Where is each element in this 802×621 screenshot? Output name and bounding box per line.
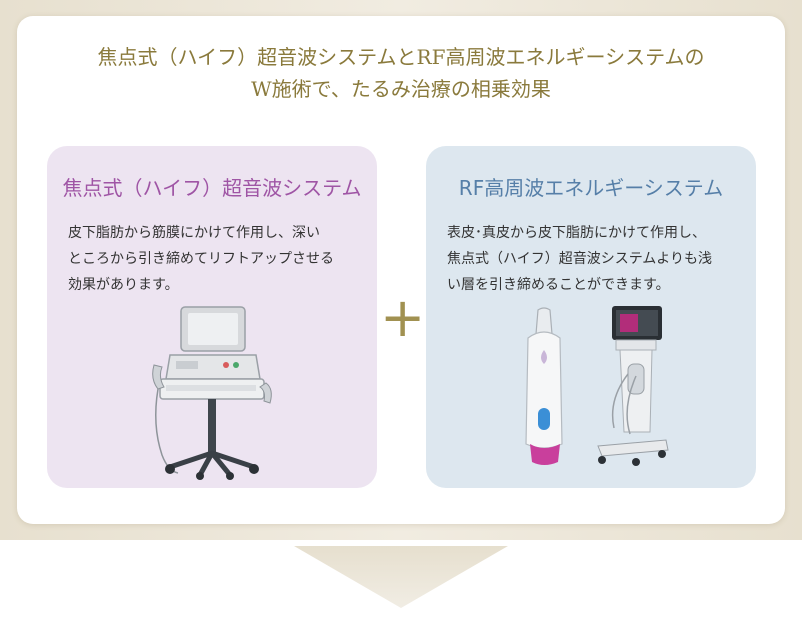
hifu-panel-title: 焦点式（ハイフ）超音波システム [62,176,362,200]
down-arrow-icon [294,546,508,608]
hifu-desc-line-3: 効果があります。 [68,277,179,293]
rf-desc-line-1: 表皮･真皮から皮下脂肪にかけて作用し、 [447,225,706,241]
hifu-panel: 焦点式（ハイフ）超音波システム 皮下脂肪から筋膜にかけて作用し、深い ところから… [47,146,377,488]
rf-desc-line-2: 焦点式（ハイフ）超音波システムよりも浅 [447,251,713,267]
rf-panel-title: RF高周波エネルギーシステム [458,176,724,200]
headline-line-1: 焦点式（ハイフ）超音波システムとRF高周波エネルギーシステムの [97,45,705,69]
plus-icon: + [380,286,426,349]
hifu-panel-description: 皮下脂肪から筋膜にかけて作用し、深い ところから引き締めてリフトアップさせる 効… [68,220,358,298]
rf-panel: RF高周波エネルギーシステム 表皮･真皮から皮下脂肪にかけて作用し、 焦点式（ハ… [426,146,756,488]
hifu-machine-icon [152,306,272,480]
headline-line-2: W施術で、たるみ治療の相乗効果 [251,77,551,101]
page-headline: 焦点式（ハイフ）超音波システムとRF高周波エネルギーシステムの W施術で、たるみ… [0,41,802,105]
rf-device-icon [525,306,669,466]
hifu-desc-line-2: ところから引き締めてリフトアップさせる [68,251,334,267]
rf-desc-line-3: い層を引き締めることができます。 [447,277,670,293]
rf-panel-description: 表皮･真皮から皮下脂肪にかけて作用し、 焦点式（ハイフ）超音波システムよりも浅 … [447,220,737,298]
hifu-desc-line-1: 皮下脂肪から筋膜にかけて作用し、深い [68,225,320,241]
